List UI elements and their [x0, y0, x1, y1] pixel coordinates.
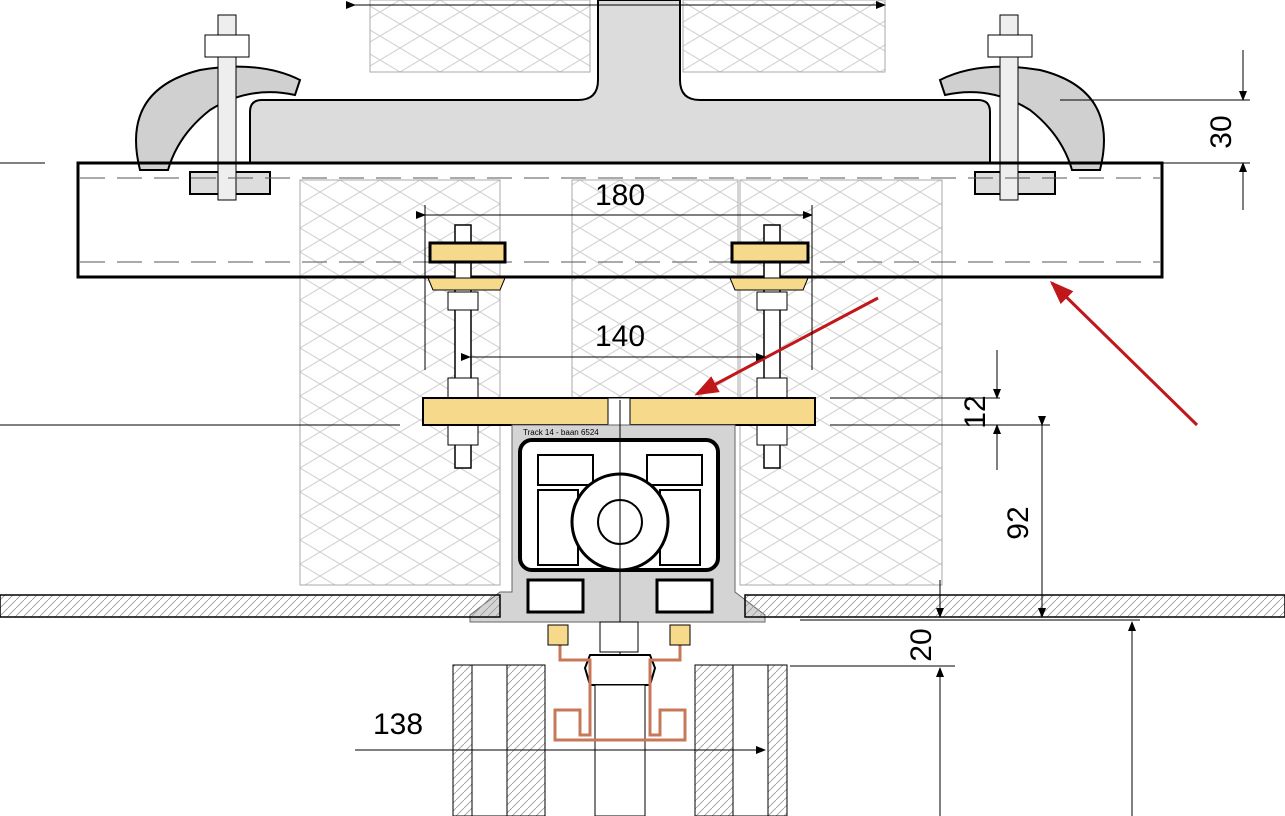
mounting-plate: [422, 397, 816, 426]
dim-180: 180: [595, 179, 645, 212]
arrow-to-plate: [694, 296, 879, 396]
ceiling-slab: [0, 594, 1285, 618]
beam-clamp-right: [938, 14, 1105, 201]
door-panels: [452, 621, 788, 816]
mounting-beam: [76, 161, 1164, 279]
dim-30: 30: [1205, 115, 1238, 148]
dimension-lines: [0, 1, 1250, 816]
dim-12: 12: [959, 395, 992, 428]
dim-140: 140: [595, 320, 645, 353]
arrow-to-beam: [1049, 280, 1199, 427]
dimension-labels: 180 140 30 12 92 20 138: [373, 115, 1238, 741]
beam-clamp-left: [135, 14, 302, 201]
track-profile: Track 14 - baan 6524: [469, 400, 766, 816]
dim-92: 92: [1002, 506, 1035, 539]
copper-hanger: [553, 640, 687, 742]
annotation-arrows: [694, 280, 1199, 427]
dim-138: 138: [373, 708, 423, 741]
dim-20: 20: [905, 628, 938, 661]
track-label: Track 14 - baan 6524: [523, 428, 599, 437]
